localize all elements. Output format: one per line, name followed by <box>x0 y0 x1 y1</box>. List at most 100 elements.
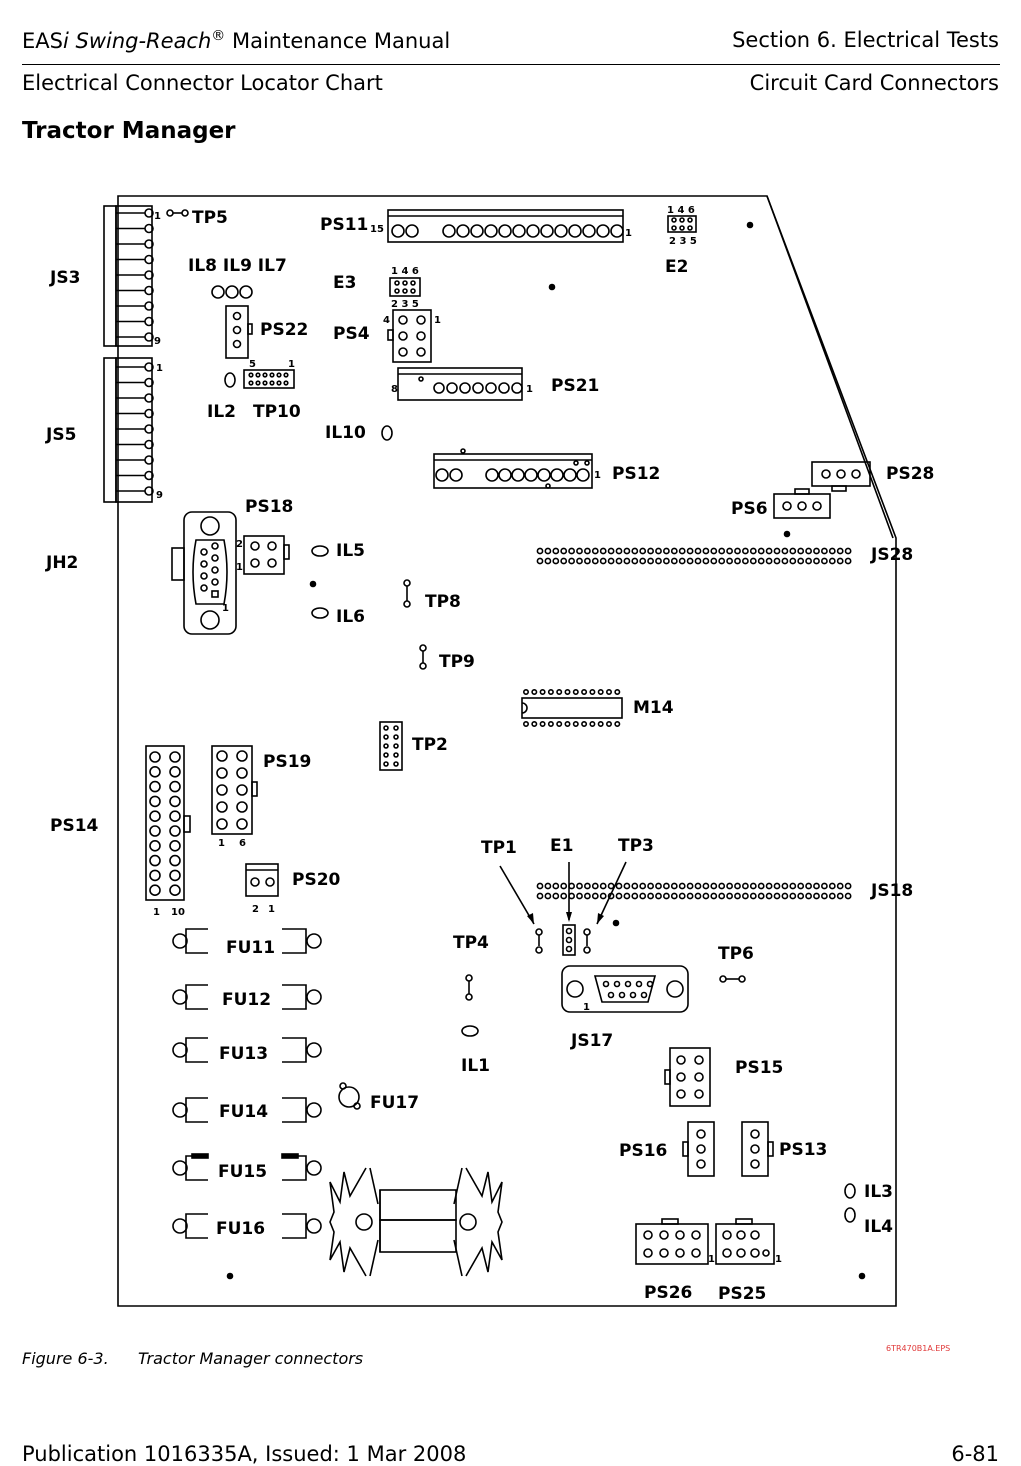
label-ps4: PS4 <box>333 324 370 344</box>
manual-title: EASi Swing-Reach® Maintenance Manual <box>22 28 451 53</box>
tp2-pin <box>383 725 389 731</box>
ps14-pin <box>149 780 161 793</box>
js18-connector <box>536 882 852 900</box>
js28-pin <box>789 547 797 555</box>
ps14-pin <box>169 884 181 897</box>
ps28-connector <box>811 461 871 492</box>
subheader-right: Circuit Card Connectors <box>749 71 999 95</box>
ps14-pin <box>169 839 181 852</box>
js28-pin <box>749 557 757 565</box>
js18-pin <box>576 892 583 900</box>
js28-pin <box>765 557 773 565</box>
js18-pin <box>584 882 591 890</box>
label-js28: JS28 <box>870 545 913 565</box>
js28-pin <box>639 557 647 565</box>
label-e2: E2 <box>665 257 688 277</box>
board-outline <box>117 195 897 1307</box>
il5-led <box>311 545 329 557</box>
js18-pin <box>702 882 710 890</box>
label-ps20: PS20 <box>292 870 341 890</box>
js28-pin <box>836 547 844 555</box>
js28-pin <box>749 547 757 555</box>
js18-pin <box>670 892 678 900</box>
figure-number: Figure 6-3. <box>22 1349 109 1368</box>
ps19-pin6: 6 <box>239 838 246 849</box>
ps14-pin <box>149 854 161 867</box>
js28-pin <box>544 557 552 565</box>
ps12-terminal <box>537 468 551 482</box>
ps11-terminal <box>610 224 624 238</box>
ps14-pin <box>169 825 181 837</box>
e3-pins-bottom: 2 3 5 <box>391 299 419 310</box>
label-il1: IL1 <box>461 1056 490 1076</box>
m14-pin <box>605 688 612 695</box>
js18-pin <box>663 882 670 890</box>
js28-pin <box>678 547 686 555</box>
js28-pin <box>560 557 568 565</box>
file-stamp: 6TR470B1A.EPS <box>886 1344 951 1353</box>
js18-pin <box>670 882 678 890</box>
js18-pin <box>552 892 560 900</box>
label-e3: E3 <box>333 273 356 293</box>
section-title: Section 6. Electrical Tests <box>732 28 999 52</box>
js28-pin <box>639 547 647 555</box>
ps11-terminal <box>470 224 484 238</box>
js18-pin <box>821 882 828 890</box>
m14-pin <box>581 688 588 695</box>
js5-pin9: 9 <box>156 490 163 501</box>
tp9-testpoint <box>419 644 427 670</box>
js18-pin <box>544 892 552 900</box>
il3-led <box>844 1183 856 1199</box>
ps19-pin <box>216 818 228 830</box>
e1-jumper <box>562 924 576 956</box>
tp3-testpoint <box>583 928 591 954</box>
ps11-terminal <box>596 224 610 238</box>
js18-pin <box>805 882 812 890</box>
fuse-holders <box>172 928 322 1239</box>
js28-pin <box>568 557 575 565</box>
js18-pin <box>726 882 733 890</box>
ps14-pin <box>149 869 161 882</box>
js18-pin <box>591 892 599 900</box>
js18-pin <box>789 882 797 890</box>
js18-pin <box>757 882 765 890</box>
js18-pin <box>686 882 694 890</box>
label-tp3: TP3 <box>618 836 654 856</box>
ps12-terminal <box>524 468 538 482</box>
ps12-terminal <box>550 468 564 482</box>
mount-hole <box>858 1272 866 1280</box>
ps19-pin <box>236 818 248 830</box>
subheader-left: Electrical Connector Locator Chart <box>22 71 383 95</box>
label-il6: IL6 <box>336 607 365 627</box>
m14-pin <box>605 720 612 727</box>
js28-pin <box>828 547 836 555</box>
label-ps19: PS19 <box>263 752 311 772</box>
js28-pin <box>584 547 591 555</box>
tp5-pin1: 1 <box>154 211 161 222</box>
js18-pin <box>536 892 544 900</box>
js28-pin <box>647 547 654 555</box>
ps19-pin <box>216 767 228 779</box>
tp2-pin <box>393 734 399 740</box>
js28-pin <box>591 547 599 555</box>
ps11-pin1: 1 <box>625 228 632 239</box>
js18-pin <box>694 892 702 900</box>
label-il4: IL4 <box>864 1217 893 1237</box>
js18-pin <box>797 882 805 890</box>
ps26-pin1: 1 <box>708 1254 715 1265</box>
ps25-connector <box>715 1218 775 1265</box>
m14-pin <box>547 688 554 695</box>
fu17-fuse <box>338 1082 361 1110</box>
ps6-connector <box>773 488 831 519</box>
label-js5: JS5 <box>45 425 76 445</box>
m14-pin <box>556 688 563 695</box>
label-tp9: TP9 <box>439 652 475 672</box>
il1-led <box>461 1025 479 1037</box>
js28-pin <box>781 547 789 555</box>
js28-pin <box>726 557 733 565</box>
js3-pins <box>116 208 154 342</box>
ps19-pin <box>236 784 248 796</box>
label-jh2: JH2 <box>45 553 78 573</box>
js28-pin <box>813 557 820 565</box>
